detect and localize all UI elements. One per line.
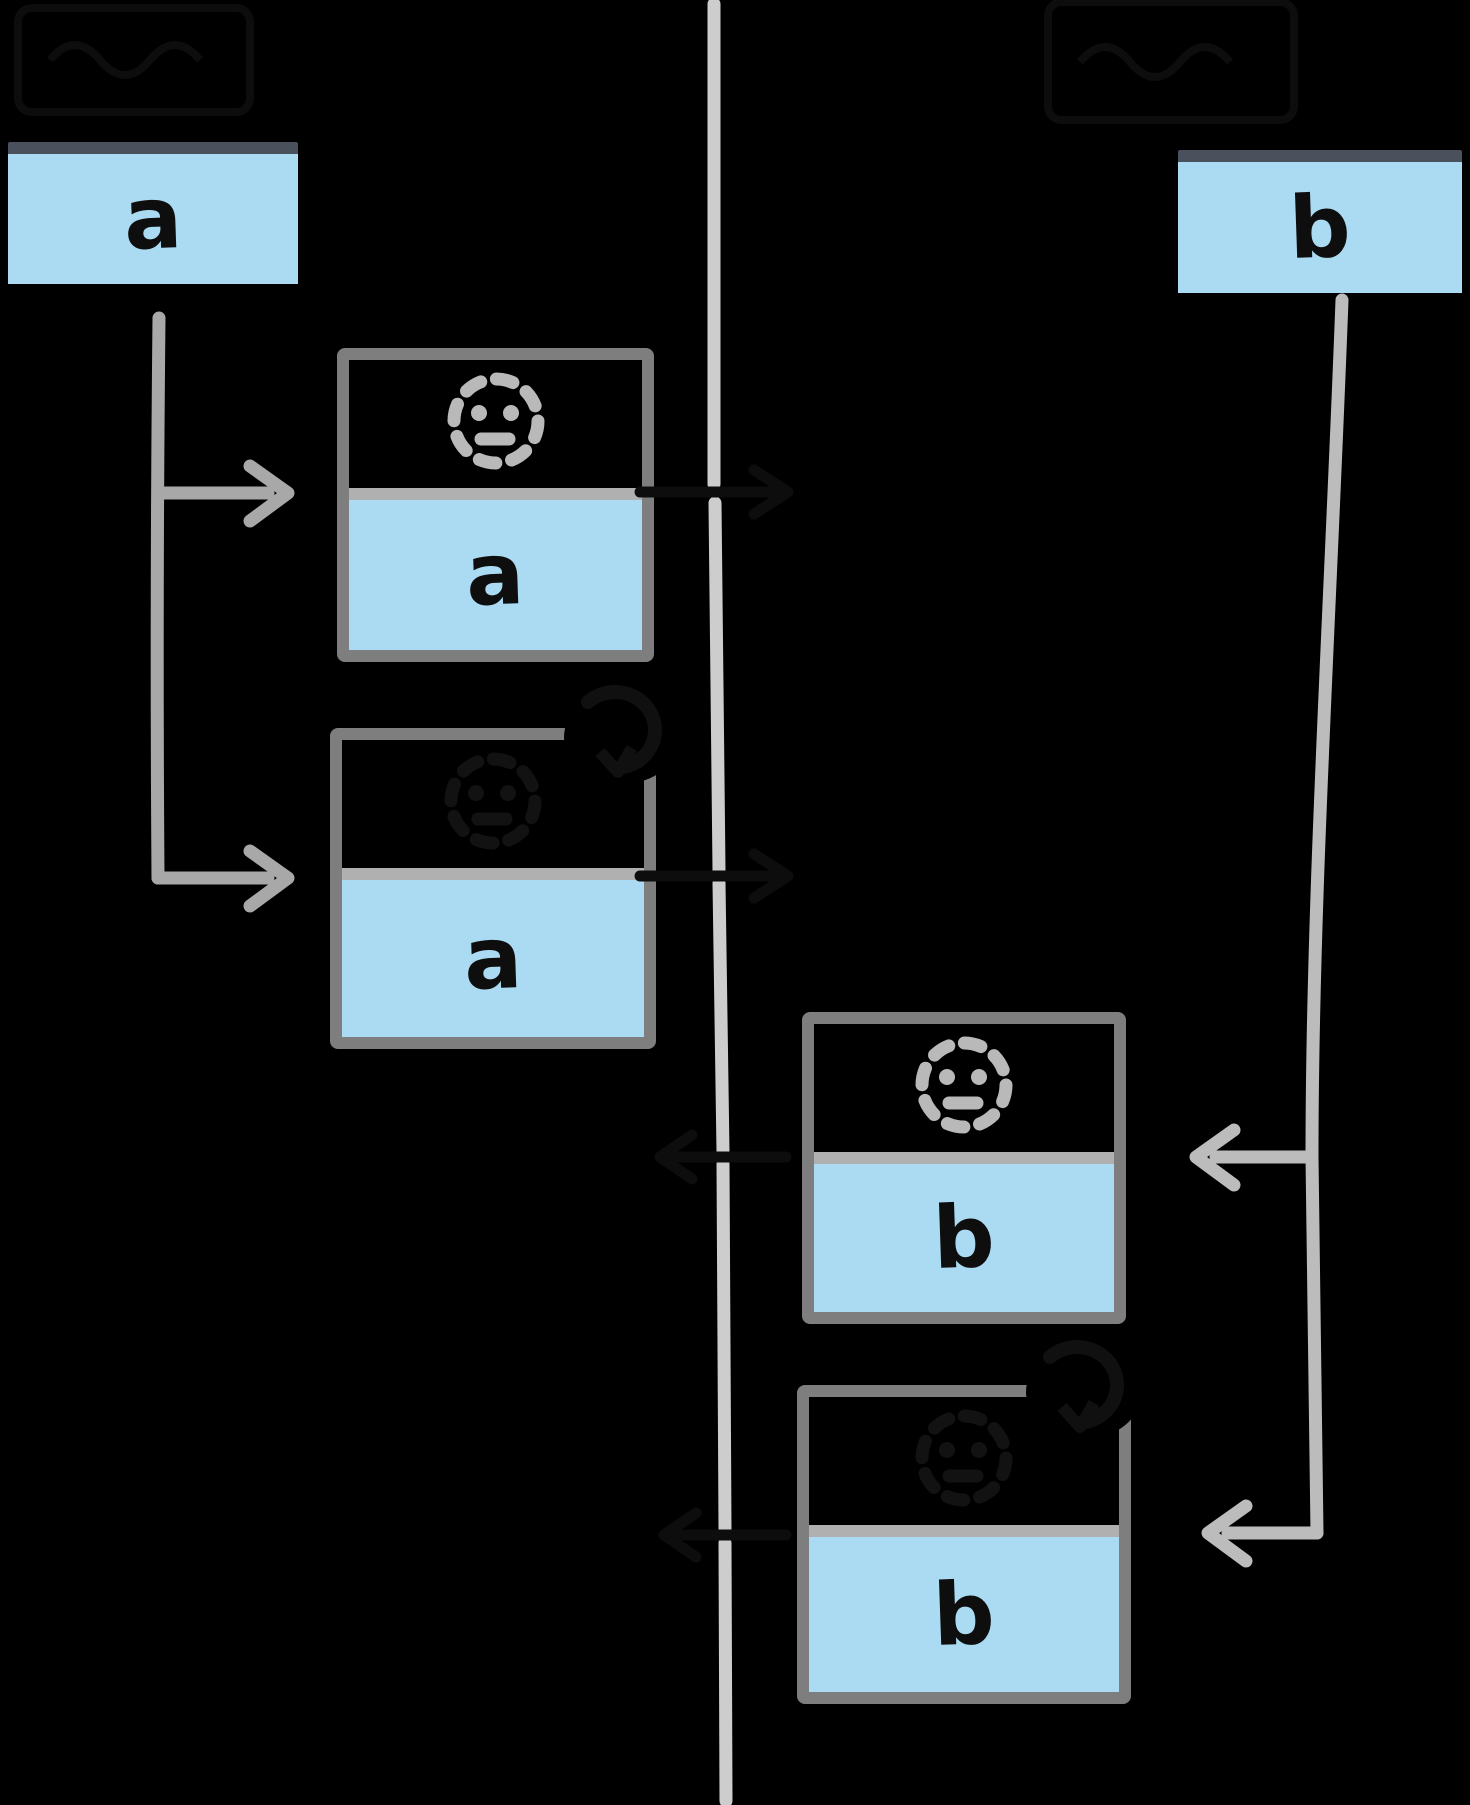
- card-divider: [349, 488, 642, 500]
- avatar-area: [814, 1024, 1114, 1152]
- card-divider: [809, 1525, 1119, 1537]
- peer-b-branch-line: [1189, 293, 1349, 1568]
- card-label-area: b: [814, 1164, 1114, 1312]
- card-label-area: b: [809, 1537, 1119, 1692]
- avatar-area: [342, 740, 644, 868]
- hidden-crossing-arrows: [634, 464, 794, 1563]
- network-boundary-line: [707, 0, 733, 1805]
- message-card-a2: a: [330, 728, 656, 1049]
- dashed-smiley-icon: [447, 372, 544, 470]
- hidden-smiley-icon: [444, 752, 542, 850]
- peer-a-branch-line: [150, 311, 295, 913]
- window-titlebar: [1178, 150, 1462, 162]
- window-card-a: a: [8, 142, 298, 284]
- avatar-area: [809, 1397, 1119, 1525]
- hidden-peer-a-label: [14, 4, 254, 116]
- window-body: a: [8, 154, 298, 284]
- message-label: a: [462, 907, 524, 1010]
- arrowhead-left-icon: [1201, 1499, 1253, 1568]
- avatar-area: [349, 360, 642, 488]
- window-body: b: [1178, 162, 1462, 293]
- arrowhead-right-icon: [243, 459, 295, 528]
- card-divider: [342, 868, 644, 880]
- message-label: b: [931, 1186, 997, 1290]
- card-divider: [814, 1152, 1114, 1164]
- message-card-b2: b: [797, 1385, 1131, 1704]
- window-a-label: a: [122, 168, 184, 270]
- arrowhead-left-icon: [1189, 1123, 1241, 1192]
- card-label-area: a: [349, 500, 642, 650]
- window-b-label: b: [1287, 176, 1353, 279]
- message-card-a1: a: [337, 348, 654, 662]
- message-label: b: [931, 1563, 997, 1666]
- window-titlebar: [8, 142, 298, 154]
- card-label-area: a: [342, 880, 644, 1037]
- arrowhead-right-icon: [243, 844, 295, 913]
- window-card-b: b: [1178, 150, 1462, 293]
- message-card-b1: b: [802, 1012, 1126, 1324]
- hidden-peer-b-label: [1044, 0, 1298, 124]
- dashed-smiley-icon: [915, 1036, 1013, 1134]
- hidden-smiley-icon: [915, 1409, 1013, 1507]
- message-label: a: [464, 524, 527, 626]
